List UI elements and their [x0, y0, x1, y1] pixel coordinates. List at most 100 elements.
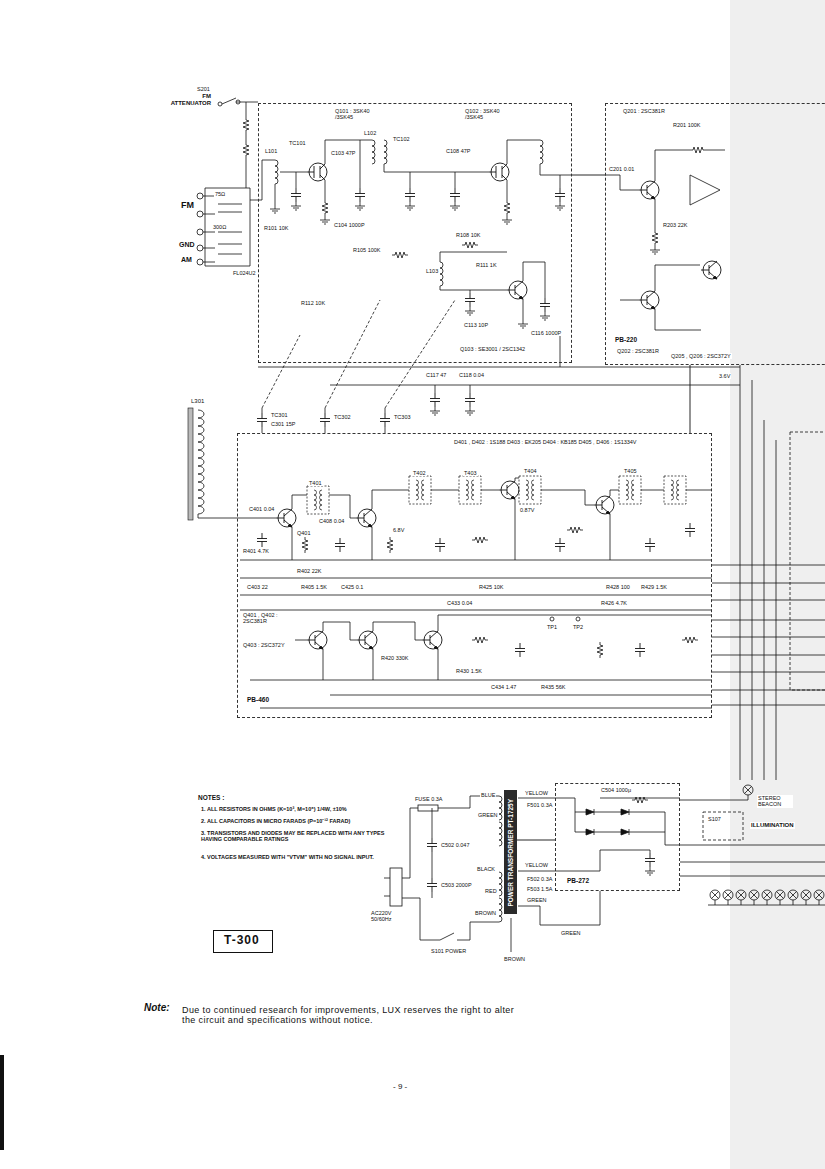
wire	[555, 798, 680, 871]
board-text: PB-272	[566, 877, 590, 884]
component-symbol	[515, 643, 525, 657]
component-symbol	[440, 262, 443, 286]
component-symbol	[465, 393, 475, 407]
component-symbol	[645, 867, 655, 875]
component-symbol	[652, 230, 658, 246]
component-label: FL024U2	[232, 270, 257, 276]
component-symbol	[555, 202, 565, 210]
component-symbol	[422, 631, 442, 649]
component-symbol	[507, 281, 527, 299]
component-label: TP1	[546, 624, 558, 630]
component-label: C108 47P	[445, 148, 471, 154]
component-symbol	[639, 291, 659, 309]
outline	[730, 0, 825, 1169]
component-label: T403	[463, 470, 478, 476]
component-symbol	[320, 413, 330, 427]
component-label: RED	[484, 888, 498, 894]
component-symbol	[499, 796, 502, 820]
component-label: Q401	[296, 530, 311, 536]
wire	[292, 478, 712, 518]
component-symbol	[270, 205, 280, 213]
component-symbol	[462, 242, 478, 248]
component-symbol	[775, 890, 785, 905]
power-transformer: POWER TRANSFORMER PT-1725Y	[504, 790, 517, 914]
component-label: GND	[178, 241, 196, 249]
component-label: TC303	[393, 414, 412, 420]
component-label: C113 10P	[463, 322, 489, 328]
component-label: GREEN	[560, 930, 582, 936]
wire	[740, 365, 776, 780]
component-label: 3. TRANSISTORS AND DIODES MAY BE REPLACE…	[200, 830, 387, 843]
component-symbol	[567, 527, 583, 533]
component-symbol	[801, 890, 811, 905]
wire	[240, 499, 712, 610]
component-label: BROWN	[474, 910, 497, 916]
wire	[222, 98, 258, 188]
component-symbol	[540, 140, 543, 164]
wire	[790, 432, 825, 690]
component-symbol	[499, 822, 502, 846]
component-symbol	[392, 252, 408, 258]
board-text: T-300	[224, 934, 262, 948]
component-symbol	[320, 216, 330, 224]
component-label: BLUE	[480, 792, 496, 798]
component-symbol	[682, 637, 698, 643]
component-symbol	[499, 481, 519, 499]
component-label: TC101	[288, 140, 307, 146]
component-label: C504 1000μ	[600, 787, 632, 793]
component-label: GREEN	[477, 812, 499, 818]
component-symbol	[372, 140, 375, 164]
symbol-group	[243, 117, 824, 922]
component-label: T401	[308, 480, 323, 486]
outline	[390, 868, 402, 906]
component-label: S201	[196, 86, 211, 92]
component-symbol	[788, 890, 798, 905]
board-text: D401 , D402 : 1S188 D403 : EK205 D404 : …	[453, 439, 638, 445]
component-label: 1. ALL RESISTORS IN OHMS (K=10³, M=10⁶) …	[200, 806, 348, 812]
outline	[703, 812, 743, 840]
wire	[712, 565, 825, 705]
component-symbol	[664, 476, 686, 504]
component-label: T404	[523, 468, 538, 474]
wire-connector	[517, 840, 555, 841]
component-label: AM	[180, 256, 193, 264]
component-label: R420 330K	[380, 655, 410, 661]
outline	[418, 805, 438, 811]
component-label: R201 100K	[672, 122, 702, 128]
component-label: 0.87V	[519, 507, 535, 513]
component-symbol	[814, 890, 824, 905]
component-symbol	[465, 307, 475, 315]
component-symbol	[762, 890, 772, 905]
component-label: GREEN	[526, 897, 548, 903]
wire	[262, 300, 455, 408]
component-symbol	[710, 890, 720, 905]
component-label: AC220V 50/60Hz	[370, 910, 404, 923]
component-label: T402	[412, 470, 427, 476]
board-text: PB-220	[614, 336, 638, 343]
board-text: Q202 : 2SC381R	[616, 348, 660, 354]
component-label: R428 100	[605, 584, 631, 590]
component-label: R401 4.7K	[242, 548, 270, 554]
component-label: R112 10K	[300, 300, 326, 306]
board-text: Q103 : SE3001 / 2SC1342	[459, 346, 526, 352]
component-label: T405	[623, 468, 638, 474]
component-symbol	[302, 537, 308, 553]
component-label: Q401 , Q402 : 2SC381R	[242, 612, 290, 625]
component-label: 2. ALL CAPACITORS IN MICRO FARADS (P=10⁻…	[200, 818, 351, 824]
component-symbol	[257, 413, 267, 427]
component-label: F501 0.3A	[526, 802, 553, 808]
wire	[205, 188, 250, 266]
wire	[258, 330, 740, 393]
component-symbol	[617, 829, 633, 835]
component-symbol	[555, 538, 565, 552]
component-label: R435 56K	[540, 684, 566, 690]
component-symbol	[639, 181, 659, 199]
wire-connector	[572, 175, 605, 176]
terminal-circle	[197, 229, 203, 235]
terminal-circle	[236, 100, 240, 104]
component-symbol	[504, 200, 510, 216]
board-text: Q101 : 3SK40 /3SK45	[334, 108, 381, 121]
outline	[188, 408, 193, 520]
component-label: YELLOW	[524, 862, 549, 868]
